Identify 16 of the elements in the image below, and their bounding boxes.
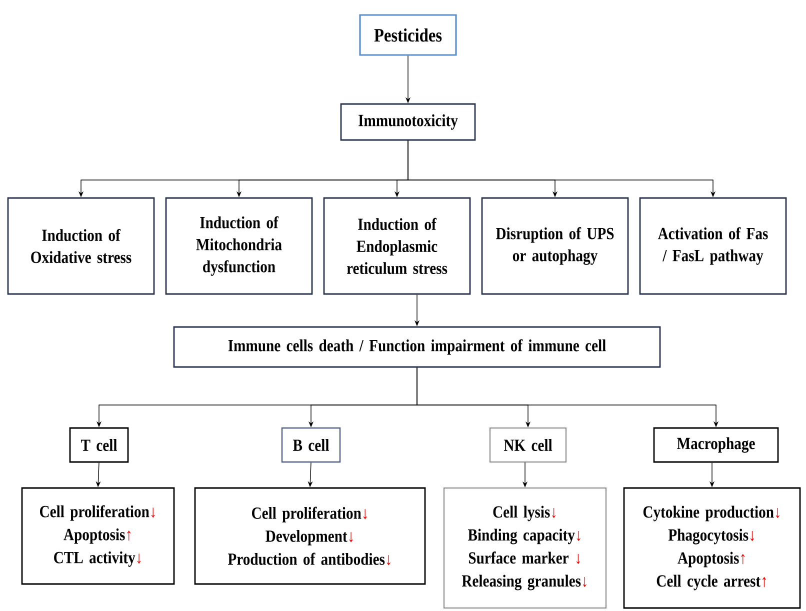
mechanism-box: Activation of Fas / FasL pathway — [639, 197, 787, 295]
mechanism-box: Induction of Mitochondria dysfunction — [165, 197, 313, 295]
effects-box: Cell lysis↓ Binding capacity↓ Surface marker ↓ Releasing granules↓ — [444, 488, 606, 608]
cell-type-box: T cell — [69, 427, 129, 463]
cell-type-box: Macrophage — [653, 427, 779, 463]
effects-box: Cytokine production↓ Phagocytosis↓ Apoptosis↑ Cell cycle arrest↑ — [623, 487, 801, 609]
cell-type-box: B cell — [281, 427, 341, 463]
mechanism-box: Disruption of UPS or autophagy — [481, 197, 629, 295]
cell-type-box: NK cell — [490, 428, 566, 462]
mechanism-box: Induction of Oxidative stress — [7, 197, 155, 295]
effects-box: Cell proliferation↓ Apoptosis↑ CTL activity↓ — [21, 487, 175, 585]
title-box: Pesticides — [359, 14, 457, 56]
mechanism-box: Induction of Endoplasmic reticulum stress — [323, 197, 471, 295]
outcome-box: Immune cells death / Function impairment of immune cell — [173, 326, 661, 368]
process-box: Immunotoxicity — [340, 103, 476, 141]
effects-box: Cell proliferation↓ Development↓ Production of antibodies↓ — [194, 487, 426, 585]
